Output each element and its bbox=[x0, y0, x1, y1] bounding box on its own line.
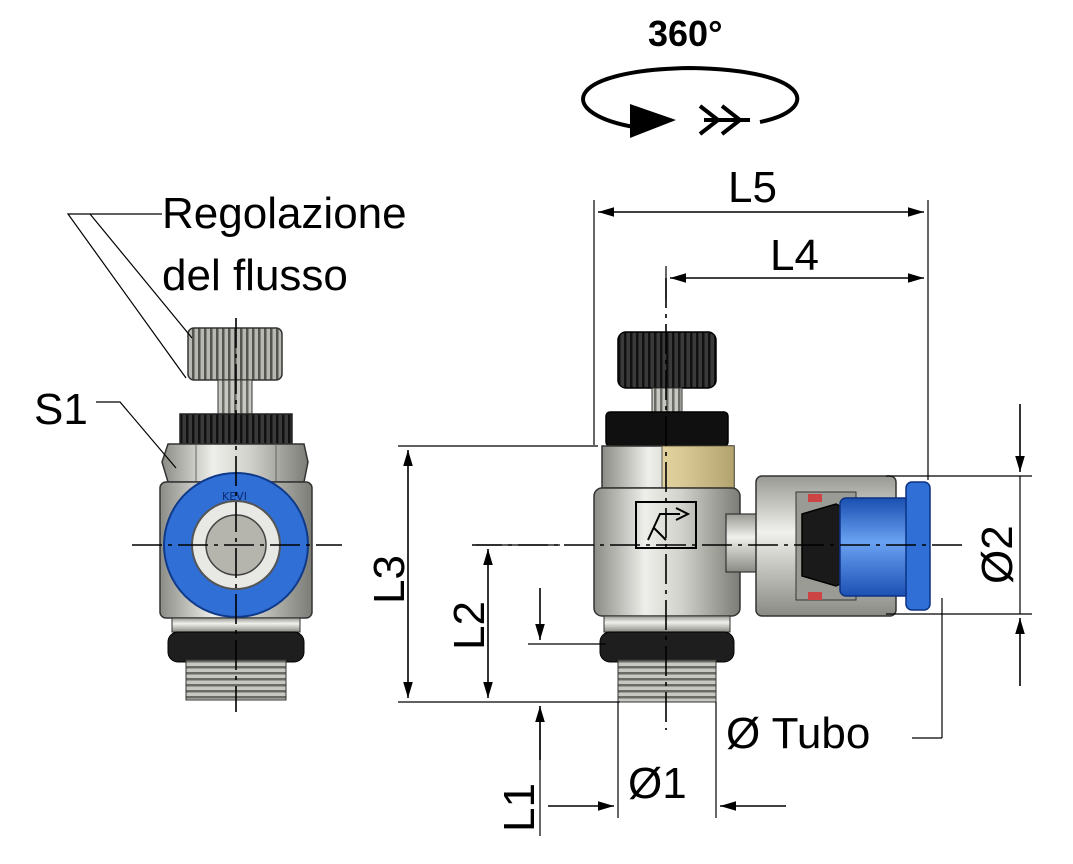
flow-adjust-label: Regolazione bbox=[162, 189, 407, 238]
l4-label: L4 bbox=[770, 231, 819, 280]
brand-mark: KEVI bbox=[222, 490, 247, 503]
l3-label: L3 bbox=[365, 555, 414, 604]
dim-l5: L5 bbox=[593, 163, 929, 480]
rotation-arrow-icon bbox=[581, 65, 800, 138]
adjust-knob bbox=[187, 327, 283, 381]
d1-label: Ø1 bbox=[628, 759, 687, 808]
l5-label: L5 bbox=[728, 163, 777, 212]
side-view bbox=[472, 278, 968, 730]
tube-label: Ø Tubo bbox=[726, 709, 870, 758]
front-view: KEVI bbox=[132, 318, 342, 712]
adjust-knob-side bbox=[617, 331, 717, 389]
dim-tube: Ø Tubo bbox=[726, 598, 943, 758]
dim-d2: Ø2 bbox=[886, 404, 1032, 686]
dim-l1: L1 bbox=[495, 588, 606, 836]
flow-adjust-label-2: del flusso bbox=[162, 251, 348, 300]
l1-label: L1 bbox=[495, 783, 544, 832]
dim-l2: L2 bbox=[445, 544, 560, 698]
l2-label: L2 bbox=[445, 601, 494, 650]
dim-l3: L3 bbox=[365, 445, 620, 703]
rotation-label: 360° bbox=[648, 13, 722, 54]
dim-l4: L4 bbox=[665, 231, 924, 300]
adjust-screw bbox=[217, 379, 253, 415]
d2-label: Ø2 bbox=[973, 525, 1022, 584]
s1-label: S1 bbox=[34, 385, 88, 434]
dim-d1: Ø1 bbox=[548, 702, 786, 818]
